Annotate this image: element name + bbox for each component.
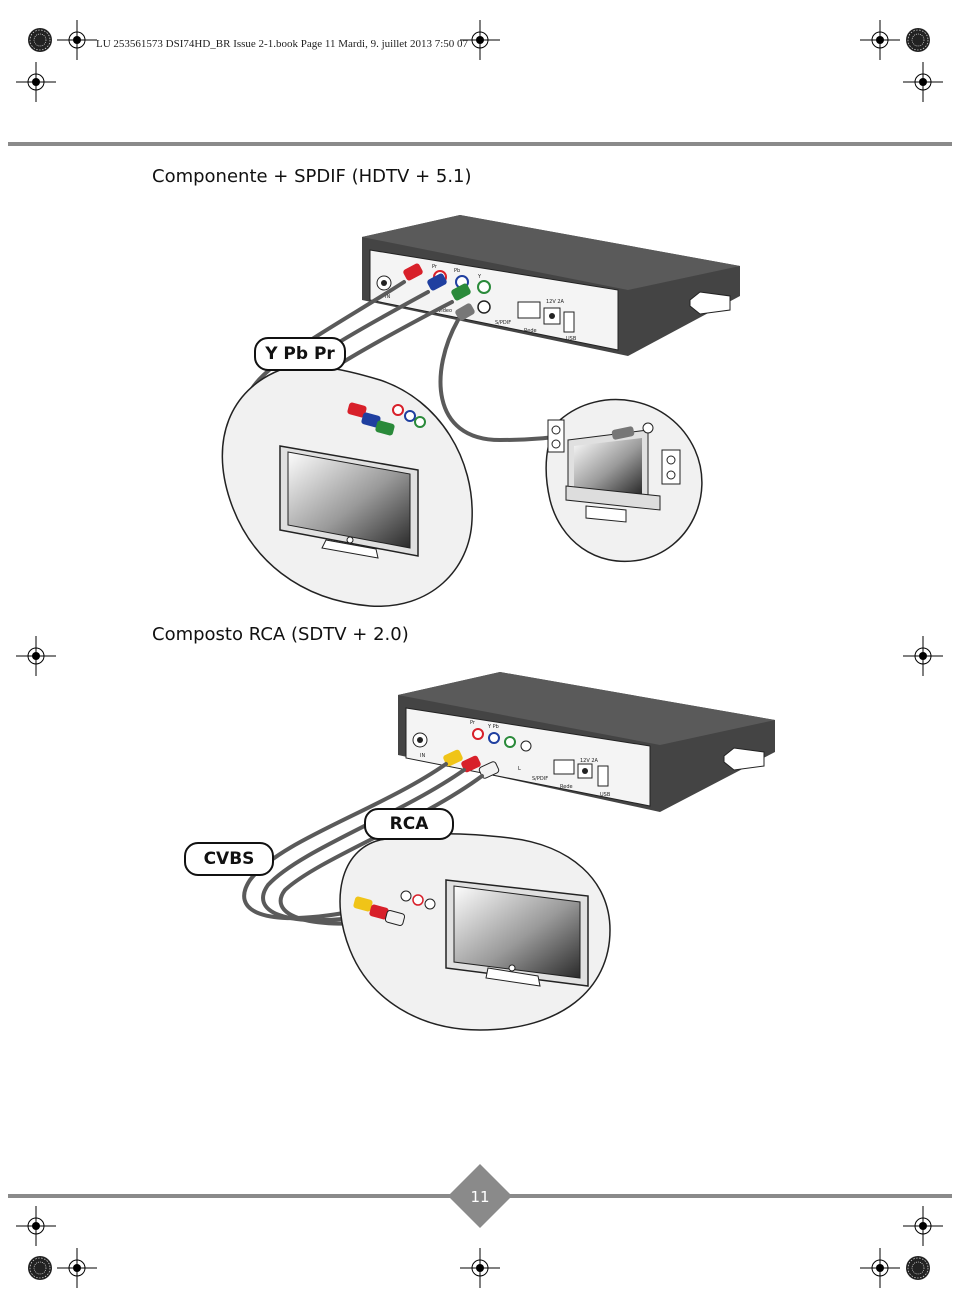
svg-text:Rede: Rede	[560, 784, 573, 790]
registration-mark-icon	[27, 1255, 53, 1281]
svg-text:Y Pb: Y Pb	[487, 724, 499, 730]
print-header: LU 253561573 DSI74HD_BR Issue 2-1.book P…	[96, 38, 469, 50]
registration-mark-icon	[15, 1205, 57, 1247]
registration-mark-icon	[902, 635, 944, 677]
svg-text:S/PDIF: S/PDIF	[495, 320, 511, 326]
callout-cvbs: CVBS	[184, 842, 274, 876]
set-top-box-illustration-1: Pr Pb Y IN Video S/PDIF Rede USB 12V 2A	[362, 215, 740, 356]
svg-text:Rede: Rede	[524, 328, 537, 334]
svg-text:Pr: Pr	[432, 264, 438, 270]
svg-text:IN: IN	[385, 294, 390, 300]
page-number: 11	[470, 1188, 490, 1206]
callout-rca: RCA	[364, 808, 454, 840]
section-title-component: Componente + SPDIF (HDTV + 5.1)	[152, 166, 472, 187]
registration-mark-icon	[902, 1205, 944, 1247]
svg-text:L: L	[518, 766, 521, 772]
svg-text:Y: Y	[477, 274, 482, 280]
svg-text:Pb: Pb	[454, 268, 460, 274]
registration-mark-icon	[905, 27, 931, 53]
registration-mark-icon	[859, 1247, 901, 1289]
tv-bubble-component	[221, 365, 473, 607]
svg-text:12V 2A: 12V 2A	[580, 758, 599, 764]
section-title-composite: Composto RCA (SDTV + 2.0)	[152, 624, 409, 645]
header-rule	[8, 142, 952, 146]
registration-mark-icon	[15, 635, 57, 677]
registration-mark-icon	[27, 27, 53, 53]
svg-text:Video: Video	[438, 308, 452, 314]
set-top-box-illustration-2: Pr Y Pb IN L S/PDIF Rede USB 12V 2A	[398, 672, 775, 812]
svg-text:12V 2A: 12V 2A	[546, 299, 565, 305]
registration-mark-icon	[459, 1247, 501, 1289]
svg-text:Pr: Pr	[470, 720, 476, 726]
registration-mark-icon	[56, 19, 98, 61]
home-theater-bubble	[545, 398, 703, 563]
tv-bubble-rca	[339, 833, 611, 1031]
page-number-diamond	[448, 1164, 512, 1228]
registration-mark-icon	[459, 19, 501, 61]
registration-mark-icon	[905, 1255, 931, 1281]
callout-ypbpr: Y Pb Pr	[254, 337, 346, 371]
registration-mark-icon	[56, 1247, 98, 1289]
svg-text:USB: USB	[566, 336, 577, 342]
registration-mark-icon	[902, 61, 944, 103]
registration-mark-icon	[859, 19, 901, 61]
registration-mark-icon	[15, 61, 57, 103]
svg-text:USB: USB	[600, 792, 611, 798]
svg-text:IN: IN	[420, 753, 425, 759]
svg-text:S/PDIF: S/PDIF	[532, 776, 548, 782]
